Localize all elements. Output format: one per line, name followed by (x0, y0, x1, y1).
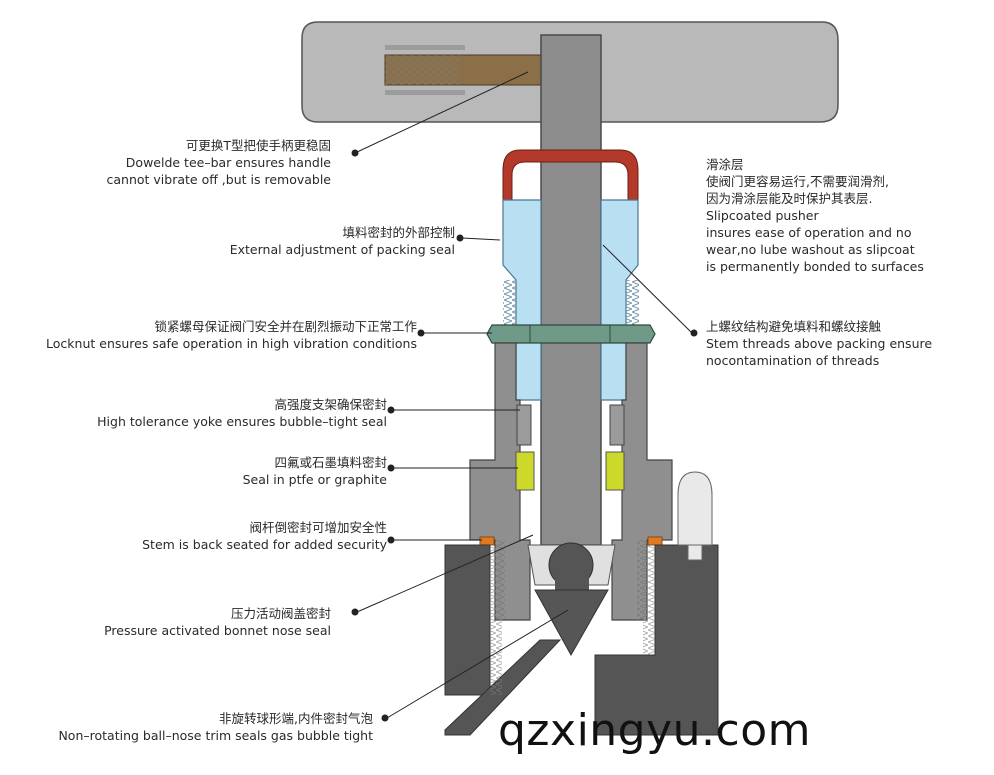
callout-bonnet-seal: 压力活动阀盖密封 Pressure activated bonnet nose … (104, 606, 331, 638)
callout-yoke: 高强度支架确保密封 High tolerance yoke ensures bu… (97, 397, 387, 429)
ptfe-ring (515, 451, 535, 491)
callout-stem-threads: 上螺纹结构避免填料和螺纹接触 Stem threads above packin… (706, 319, 933, 368)
yoke-ring-right (609, 404, 625, 446)
locknut (486, 324, 656, 344)
watermark: qzxingyu.com (498, 705, 811, 756)
side-plug-stem (687, 544, 703, 561)
yoke-ring (516, 404, 532, 446)
callout-slipcoat: 滑涂层 使阀门更容易运行,不需要润滑剂, 因为滑涂层能及时保护其表层. Slip… (706, 157, 924, 274)
back-seat-ring (479, 536, 495, 546)
callout-ptfe-seal: 四氟或石墨填料密封 Seal in ptfe or graphite (242, 455, 387, 487)
callout-packing-adjust: 填料密封的外部控制 External adjustment of packing… (229, 225, 455, 257)
valve-stem (540, 34, 602, 546)
back-seat-ring-right (647, 536, 663, 546)
callout-ball-nose: 非旋转球形端,内件密封气泡 Non–rotating ball–nose tri… (58, 711, 373, 743)
callout-tee-bar: 可更换T型把使手柄更稳固 Dowelde tee–bar ensures han… (106, 138, 332, 187)
callout-back-seat: 阀杆倒密封可增加安全性 Stem is back seated for adde… (142, 520, 387, 552)
ptfe-ring-right (605, 451, 625, 491)
leader-lines (351, 71, 698, 722)
valve-body (444, 544, 719, 736)
side-plug (677, 471, 713, 546)
ball-nose-trim (527, 542, 616, 657)
callout-locknut: 锁紧螺母保证阀门安全并在剧烈振动下正常工作 Locknut ensures sa… (46, 319, 417, 351)
